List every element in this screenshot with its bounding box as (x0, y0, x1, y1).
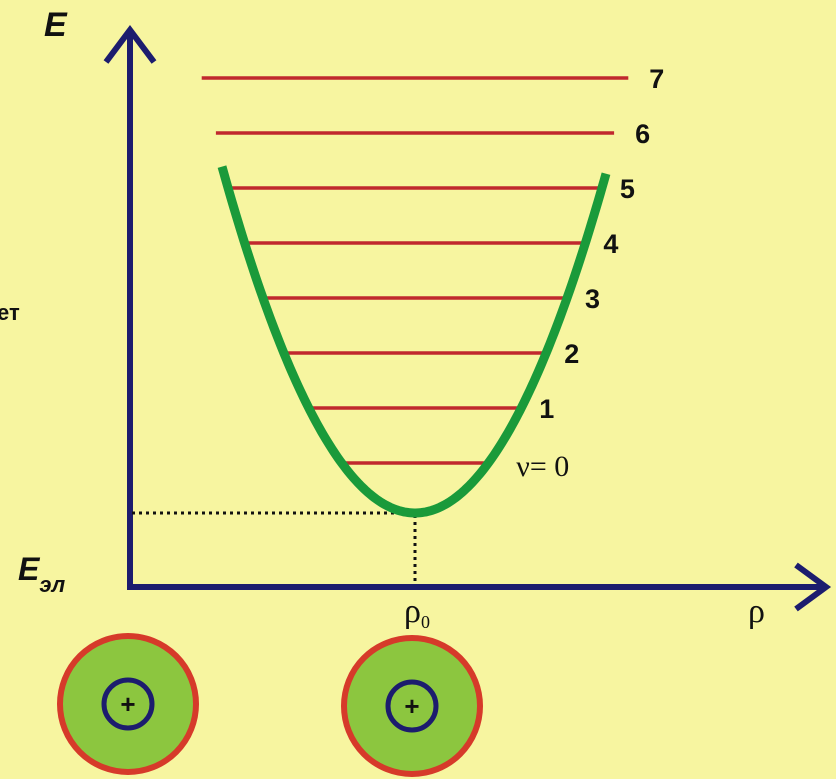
vibrational-levels (201, 76, 629, 465)
x-mark-main: ρ (404, 593, 421, 630)
y-origin-main: E (18, 551, 41, 587)
atom-left-shell (57, 633, 199, 775)
level-label-3: 3 (585, 284, 600, 314)
level-label-6: 6 (635, 119, 650, 149)
y-axis-arrowhead (103, 25, 157, 64)
y-axis-label: E (44, 6, 68, 44)
y-origin-subscript: эл (39, 572, 65, 597)
level-label-4: 4 (603, 229, 618, 259)
x-axis-arrowhead (794, 562, 832, 612)
x-mark-label: ρ0 (404, 593, 430, 632)
atom-left-charge: + (120, 689, 135, 719)
atom-left: + (57, 633, 199, 775)
x-axis-label: ρ (748, 593, 765, 630)
level-label-2: 2 (564, 339, 579, 369)
level-label-0: ν= 0 (516, 450, 569, 483)
potential-curve (217, 165, 611, 518)
atom-right-nucleus-ring (385, 679, 439, 733)
potential-curve-group (217, 165, 611, 518)
atom-right-charge: + (404, 691, 419, 721)
y-origin-label: Eэл (18, 551, 65, 597)
level-label-5: 5 (620, 174, 635, 204)
x-mark-subscript: 0 (421, 612, 430, 632)
level-label-7: 7 (649, 64, 664, 94)
left-fragment-text: ет (0, 300, 20, 325)
atom-right: + (341, 635, 483, 777)
level-label-1: 1 (539, 394, 554, 424)
atom-left-nucleus-ring (101, 677, 155, 731)
atom-right-shell (341, 635, 483, 777)
